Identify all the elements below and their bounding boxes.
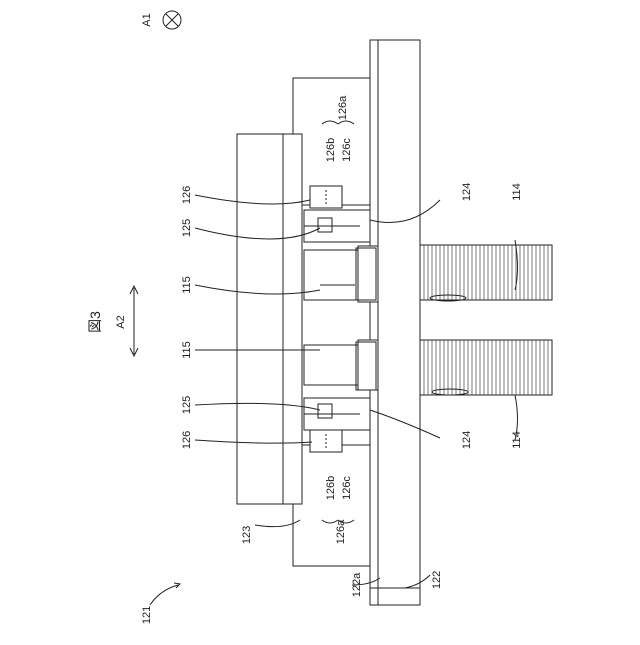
block-125-bottom xyxy=(304,398,370,430)
label-126c-top: 126c xyxy=(341,138,353,162)
figure-title: 図3 xyxy=(87,311,103,333)
label-126a-bottom: 126a xyxy=(335,519,347,544)
label-124-top: 124 xyxy=(461,183,473,201)
hub-124-top xyxy=(358,246,378,302)
a1-symbol xyxy=(163,11,181,29)
gear-114-top xyxy=(420,245,552,301)
label-114-bottom: 114 xyxy=(511,431,523,449)
label-125-bottom: 125 xyxy=(181,396,193,414)
arrow-a2 xyxy=(130,286,138,356)
label-126c-bottom: 126c xyxy=(341,476,353,500)
pin-126-bottom xyxy=(310,430,342,452)
hub-124-bottom xyxy=(358,340,378,390)
label-121: 121 xyxy=(141,606,153,624)
label-115-bottom: 115 xyxy=(181,341,193,359)
label-122: 122 xyxy=(431,571,443,589)
base-plate-122 xyxy=(370,40,420,605)
block-125-top xyxy=(304,210,370,242)
label-123: 123 xyxy=(241,526,253,544)
label-a1: A1 xyxy=(141,13,153,26)
label-115-top: 115 xyxy=(181,276,193,294)
label-a2: A2 xyxy=(115,315,127,328)
pin-126-top xyxy=(310,186,342,208)
label-122a: 122a xyxy=(351,572,363,597)
label-125-top: 125 xyxy=(181,219,193,237)
label-126b-bottom: 126b xyxy=(325,476,337,500)
label-126a-top: 126a xyxy=(337,95,349,120)
label-126b-top: 126b xyxy=(325,138,337,162)
label-126-bottom: 126 xyxy=(181,431,193,449)
label-126-top: 126 xyxy=(181,186,193,204)
label-124-bottom: 124 xyxy=(461,431,473,449)
gear-114-bottom xyxy=(420,340,552,395)
label-114-top: 114 xyxy=(511,183,523,201)
